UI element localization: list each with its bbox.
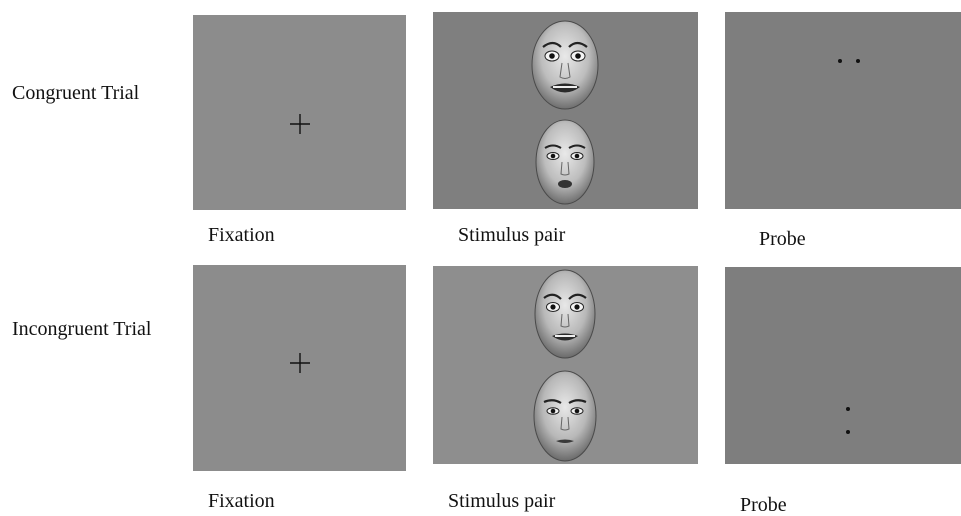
stimulus-pair-caption: Stimulus pair <box>458 224 565 247</box>
probe-dot <box>846 407 850 411</box>
face-image-neutral <box>534 371 596 461</box>
congruent-trial-label: Congruent Trial <box>12 82 139 105</box>
face-image-fearful <box>532 21 598 109</box>
probe-screen-congruent <box>725 12 961 209</box>
fixation-screen-incongruent <box>193 265 406 471</box>
face-image-fearful <box>536 120 594 204</box>
probe-dot <box>856 59 860 63</box>
fixation-caption: Fixation <box>208 490 275 513</box>
incongruent-trial-label: Incongruent Trial <box>12 318 151 341</box>
stimulus-screen-incongruent <box>433 266 698 464</box>
face-image-fearful <box>535 270 595 358</box>
fixation-caption: Fixation <box>208 224 275 247</box>
stimulus-screen-congruent <box>433 12 698 209</box>
stimulus-pair-caption: Stimulus pair <box>448 490 555 513</box>
probe-dot <box>846 430 850 434</box>
probe-caption: Probe <box>759 228 806 251</box>
probe-screen-incongruent <box>725 267 961 464</box>
fixation-screen-congruent <box>193 15 406 210</box>
probe-dot <box>838 59 842 63</box>
probe-caption: Probe <box>740 494 787 516</box>
